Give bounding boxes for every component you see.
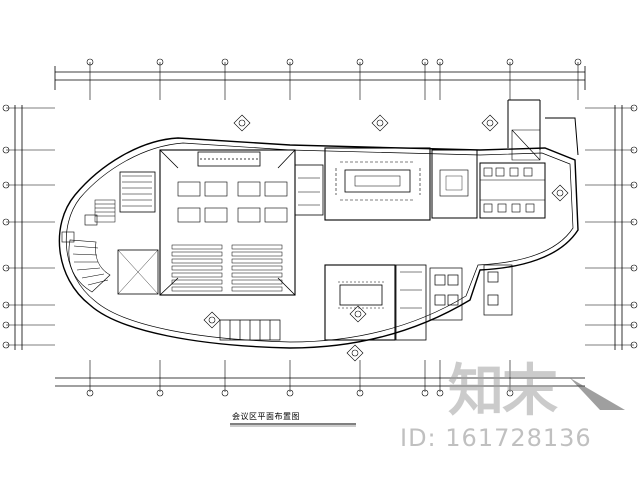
drawing-caption: 会议区平面布置图: [232, 412, 300, 421]
left-dimension-lines: [2, 104, 55, 350]
side-rooms: [294, 149, 478, 219]
restrooms: [479, 129, 546, 219]
auditorium-seating: [171, 244, 283, 292]
grand-conference-room: [324, 147, 431, 221]
elevator-core: [219, 264, 513, 341]
left-rooms: [117, 171, 159, 295]
building-outline: [58, 99, 579, 349]
watermark-logo: 知末: [448, 359, 558, 424]
left-stair: [94, 199, 116, 223]
vip-room: [61, 214, 111, 293]
watermark-corner-mark: [570, 378, 625, 410]
medium-conference-room: [324, 264, 427, 341]
training-hall: [159, 149, 296, 296]
top-dimension-lines: [54, 58, 586, 100]
watermark-id: ID: 161728136: [400, 424, 592, 452]
training-tables: [177, 181, 288, 223]
bottom-dimension-lines: [55, 360, 585, 397]
column-markers: [203, 114, 569, 362]
caption-underline: [230, 423, 356, 427]
right-dimension-lines: [585, 104, 638, 350]
